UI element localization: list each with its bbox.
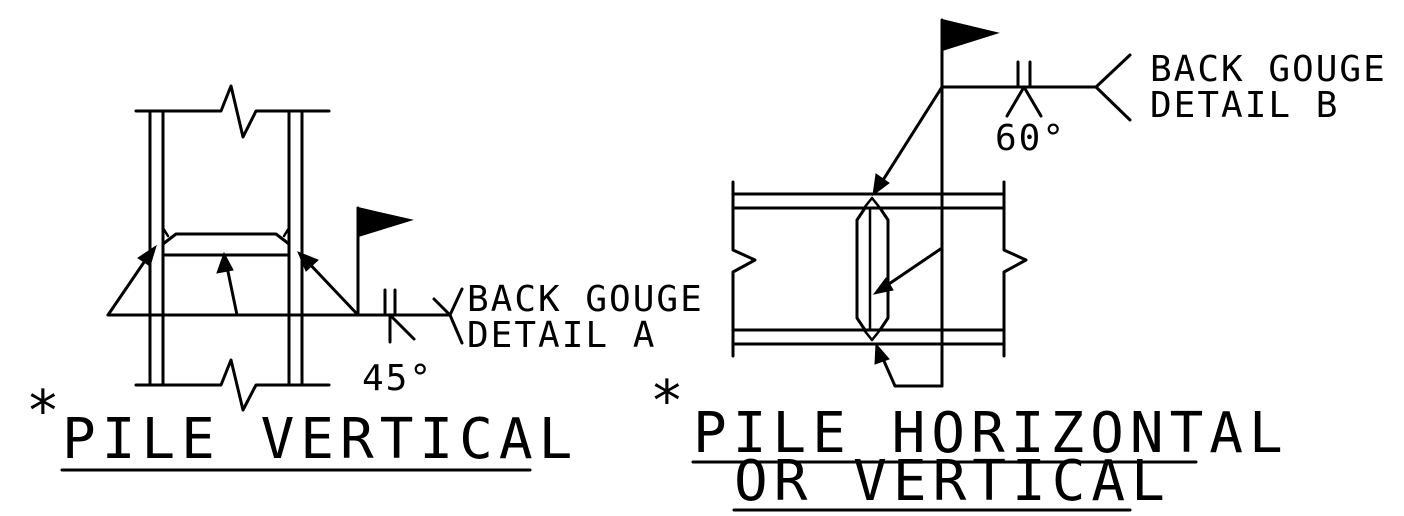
- leader-left: [106, 250, 153, 317]
- tail-a-upper: [432, 297, 452, 317]
- detail-a-groove-angle: 45°: [362, 358, 433, 399]
- bevel-diagonal: [388, 313, 416, 341]
- detail-b-groove-angle: 60°: [995, 118, 1066, 159]
- arrowhead-right: [297, 251, 319, 272]
- arrowhead-left: [137, 244, 157, 267]
- bottom-weld-mark: [862, 328, 882, 342]
- leader-top: [876, 85, 944, 190]
- tail-b-down: [1094, 85, 1132, 122]
- weld-symbol-a: [106, 206, 464, 345]
- web-plate-top: [161, 232, 291, 246]
- detail-a-note-line1: BACK GOUGE: [467, 279, 704, 320]
- field-weld-flag-a: [359, 207, 414, 237]
- leader-right: [302, 256, 360, 317]
- leader-bottom: [878, 350, 944, 388]
- detail-b-group: BACK GOUGE DETAIL B 60° * PILE HORIZONTA…: [650, 18, 1387, 514]
- detail-a-note-line2: DETAIL A: [467, 315, 656, 356]
- field-weld-flag-b: [943, 19, 1000, 51]
- detail-b-note-line2: DETAIL B: [1150, 85, 1339, 126]
- detail-b-title-line2: OR VERTICAL: [734, 449, 1171, 514]
- left-weld-edge: [161, 226, 170, 238]
- arrowhead-web: [872, 277, 894, 295]
- weld-symbol-b: [862, 18, 1132, 388]
- tail-b-up: [1094, 53, 1132, 89]
- detail-a-group: BACK GOUGE DETAIL A 45° * PILE VERTICAL: [26, 84, 704, 472]
- detail-a-title-marker: *: [26, 379, 60, 444]
- leader-web: [878, 246, 944, 292]
- arrowhead-middle: [216, 251, 234, 274]
- web-plate-right: [878, 206, 890, 332]
- arrowhead-top: [872, 173, 890, 197]
- tail-a-up: [448, 287, 464, 317]
- bottom-break-line: [134, 358, 331, 412]
- left-break-line: [731, 180, 757, 358]
- detail-b-note-line1: BACK GOUGE: [1150, 49, 1387, 90]
- tail-a-down: [448, 313, 464, 345]
- top-break-line: [134, 84, 331, 139]
- web-plate-left: [855, 206, 867, 332]
- detail-b-title-line1: PILE HORIZONTAL: [693, 401, 1289, 466]
- detail-a-title: PILE VERTICAL: [62, 407, 578, 472]
- pile-vertical-section: [134, 84, 331, 412]
- v-groove-right: [1022, 85, 1043, 118]
- top-weld-mark: [862, 196, 882, 210]
- right-weld-edge: [282, 226, 291, 238]
- arrowhead-bottom: [874, 342, 890, 365]
- v-groove-left: [1005, 85, 1026, 118]
- right-break-line: [1002, 180, 1028, 358]
- detail-b-title-marker: *: [650, 369, 684, 434]
